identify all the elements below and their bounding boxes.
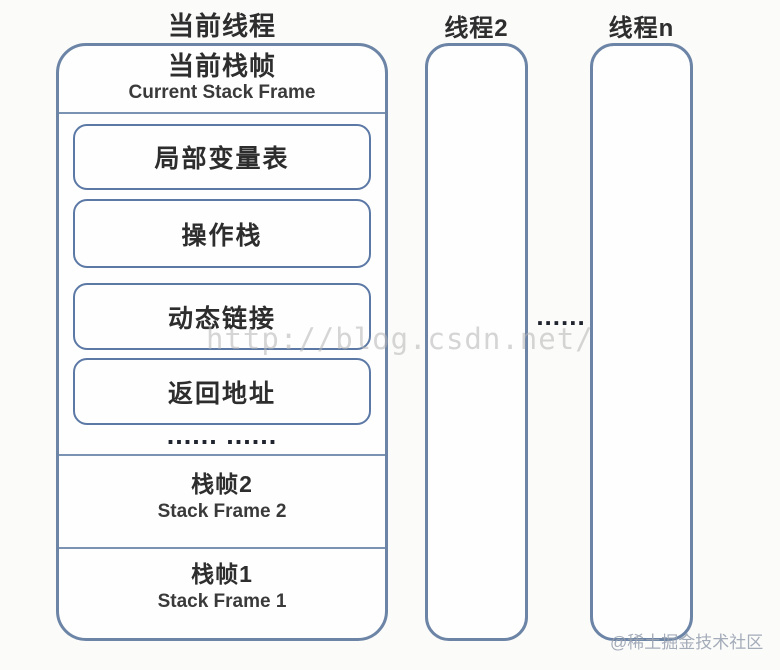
operand-stack-box: 操作栈: [73, 199, 371, 268]
stack-frame-1-title-en: Stack Frame 1: [157, 591, 287, 612]
return-address-box: 返回地址: [73, 358, 371, 425]
current-stack-frame-title-en: Current Stack Frame: [128, 82, 316, 103]
stack-frame-2-title-en: Stack Frame 2: [157, 501, 287, 522]
thread-n-title: 线程n: [608, 15, 675, 42]
more-threads-ellipsis: ......: [536, 301, 586, 331]
return-address-label: 返回地址: [167, 379, 276, 408]
current-thread-title: 当前线程: [167, 11, 276, 41]
current-stack-frame-body: 局部变量表 操作栈 动态链接 返回地址 ...... ......: [59, 114, 385, 456]
thread-2-title: 线程2: [444, 15, 509, 42]
dynamic-link-label: 动态链接: [167, 304, 276, 333]
operand-stack-label: 操作栈: [181, 221, 263, 250]
current-stack-frame-header: 当前栈帧 Current Stack Frame: [59, 46, 385, 114]
local-variable-table-label: 局部变量表: [154, 145, 290, 173]
more-frame-items-ellipsis: ...... ......: [166, 420, 278, 450]
current-thread-stack-box: 当前栈帧 Current Stack Frame 局部变量表 操作栈 动态链接 …: [56, 43, 388, 641]
dynamic-link-box: 动态链接: [73, 283, 371, 350]
stack-frame-1-title-zh: 栈帧1: [191, 561, 253, 587]
local-variable-table-box: 局部变量表: [73, 124, 371, 190]
stack-frame-2-title-zh: 栈帧2: [191, 471, 253, 497]
stack-frame-2-section: 栈帧2 Stack Frame 2: [59, 456, 385, 549]
current-stack-frame-title-zh: 当前栈帧: [167, 51, 276, 81]
thread-n-stack-box: [590, 43, 693, 641]
stack-frame-1-section: 栈帧1 Stack Frame 1: [59, 549, 385, 638]
thread-2-stack-box: [425, 43, 528, 641]
